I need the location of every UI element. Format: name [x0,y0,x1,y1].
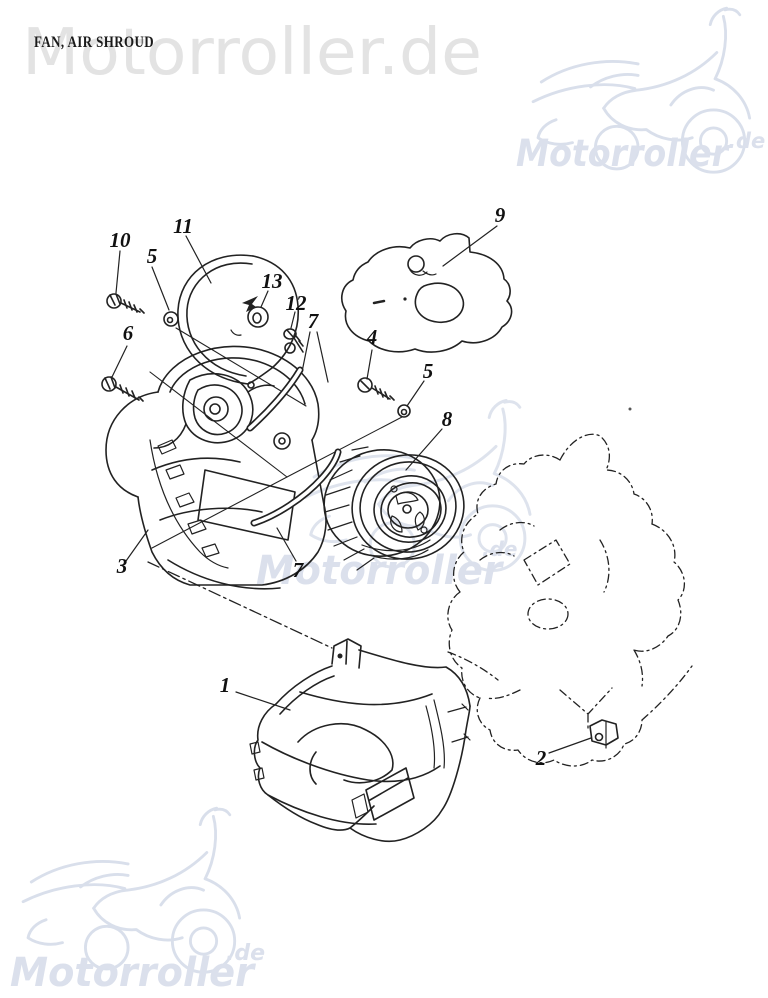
part-5-washer-upper [163,311,179,327]
part-6-screw [101,376,144,402]
callout-3: 3 [116,554,128,578]
center-axis-dashdot [147,561,333,649]
watermark-suffix-middle: .de [482,537,517,561]
callout-5-upper: 5 [147,244,158,268]
callout-4: 4 [366,325,378,349]
part-13-grommet [247,306,269,328]
watermark-top-text: Motorroller.de [22,16,482,90]
watermark-brand-texts: Motorroller .de Motorroller .de Motorrol… [10,129,765,996]
diagram-layer [101,225,693,843]
watermark-layer: Motorroller.de Motorroller .de Motorroll… [10,6,765,996]
callout-10: 10 [110,228,132,252]
callout-7-lower: 7 [293,558,305,582]
part-5-nut-lower [397,404,411,418]
watermark-suffix-bottom-left: .de [226,941,265,966]
callout-13: 13 [262,269,283,293]
part-9-gasket [341,232,513,353]
callout-6: 6 [123,321,134,345]
callout-8: 8 [442,407,453,431]
engine-ghost-outline [447,433,693,767]
callout-12: 12 [286,291,308,315]
callout-9: 9 [495,203,506,227]
watermark-brand-top-right: Motorroller [516,132,730,175]
callout-2: 2 [535,746,547,770]
watermark-brand-bottom-left: Motorroller [10,950,256,996]
part-10-screw [106,293,145,314]
part-8-flywheel [323,446,465,571]
part-4-screw [357,377,395,401]
callout-5-lower: 5 [423,359,434,383]
part-1-air-shroud [249,638,471,843]
stray-mark [628,407,632,411]
part-7-hoses [246,366,342,527]
callout-7-upper: 7 [308,309,320,333]
callout-layer: 10 5 11 13 12 7 6 4 5 8 9 3 7 1 2 [110,203,547,770]
callout-11: 11 [173,214,193,238]
fan-shroud-assembly [105,342,327,590]
watermark-suffix-top-right: .de [728,129,765,153]
page-title: FAN, AIR SHROUD [34,34,154,51]
scooter-logo-icon [21,806,242,974]
callout-1: 1 [220,673,231,697]
part-12-screw [283,328,304,353]
part-2-nut [589,719,619,749]
